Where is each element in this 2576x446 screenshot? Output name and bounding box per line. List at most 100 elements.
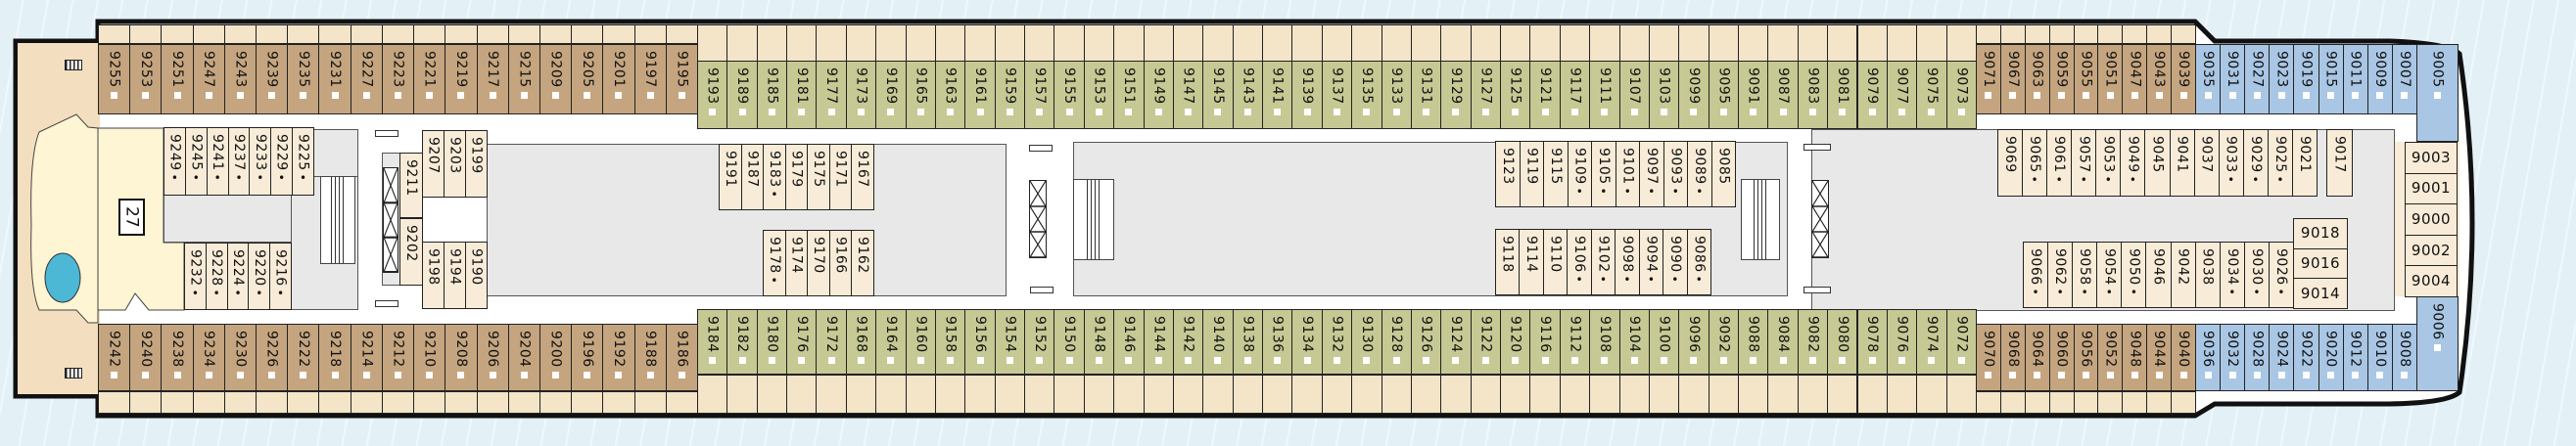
cabin-9022[interactable]: 9022 <box>2293 324 2319 391</box>
cabin-9031[interactable]: 9031 <box>2220 44 2246 114</box>
cabin-9105[interactable]: 9105• <box>1591 141 1616 207</box>
cabin-9047[interactable]: 9047 <box>2122 44 2148 114</box>
cabin-9224[interactable]: 9224• <box>226 243 250 310</box>
cabin-9117[interactable]: 9117 <box>1559 61 1591 129</box>
cabin-9209[interactable]: 9209 <box>539 44 573 114</box>
cabin-9164[interactable]: 9164 <box>875 309 907 375</box>
cabin-9028[interactable]: 9028 <box>2244 324 2271 391</box>
cabin-9240[interactable]: 9240 <box>129 324 163 391</box>
cabin-9228[interactable]: 9228• <box>205 243 228 310</box>
cabin-9166[interactable]: 9166 <box>828 230 853 296</box>
cabin-9033[interactable]: 9033• <box>2218 129 2244 197</box>
cabin-9170[interactable]: 9170 <box>807 230 830 296</box>
cabin-9159[interactable]: 9159 <box>994 61 1026 129</box>
cabin-9044[interactable]: 9044 <box>2146 324 2173 391</box>
cabin-9208[interactable]: 9208 <box>445 324 478 391</box>
cabin-9247[interactable]: 9247 <box>192 44 225 114</box>
cabin-9221[interactable]: 9221 <box>413 44 446 114</box>
cabin-9219[interactable]: 9219 <box>445 44 478 114</box>
cabin-9124[interactable]: 9124 <box>1440 309 1472 375</box>
cabin-9211[interactable]: 9211 <box>399 153 423 218</box>
cabin-9237[interactable]: 9237• <box>227 127 251 196</box>
cabin-9125[interactable]: 9125 <box>1500 61 1531 129</box>
cabin-9176[interactable]: 9176 <box>786 309 818 375</box>
cabin-9041[interactable]: 9041 <box>2169 129 2195 197</box>
cabin-9108[interactable]: 9108 <box>1589 309 1620 375</box>
cabin-9063[interactable]: 9063 <box>2024 44 2050 114</box>
cabin-9141[interactable]: 9141 <box>1262 61 1293 129</box>
cabin-9096[interactable]: 9096 <box>1678 309 1710 375</box>
cabin-9009[interactable]: 9009 <box>2366 44 2393 114</box>
cabin-9054[interactable]: 9054• <box>2096 242 2123 308</box>
cabin-9116[interactable]: 9116 <box>1529 309 1561 375</box>
cabin-9102[interactable]: 9102• <box>1590 229 1616 295</box>
cabin-9217[interactable]: 9217 <box>476 44 509 114</box>
cabin-9095[interactable]: 9095 <box>1708 61 1739 129</box>
cabin-9231[interactable]: 9231 <box>318 44 351 114</box>
cabin-9169[interactable]: 9169 <box>875 61 907 129</box>
cabin-9040[interactable]: 9040 <box>2171 324 2196 391</box>
cabin-9242[interactable]: 9242 <box>98 324 131 391</box>
cabin-9109[interactable]: 9109• <box>1567 141 1592 207</box>
cabin-9110[interactable]: 9110 <box>1542 229 1569 295</box>
cabin-9199[interactable]: 9199 <box>465 130 488 198</box>
cabin-9123[interactable]: 9123 <box>1495 141 1521 207</box>
cabin-9214[interactable]: 9214 <box>350 324 383 391</box>
cabin-9024[interactable]: 9024 <box>2269 324 2295 391</box>
cabin-9249[interactable]: 9249• <box>164 127 186 196</box>
cabin-9215[interactable]: 9215 <box>507 44 540 114</box>
cabin-9027[interactable]: 9027 <box>2244 44 2271 114</box>
cabin-9021[interactable]: 9021 <box>2291 129 2318 197</box>
cabin-9223[interactable]: 9223 <box>381 44 415 114</box>
cabin-9134[interactable]: 9134 <box>1291 309 1323 375</box>
cabin-9146[interactable]: 9146 <box>1113 309 1145 375</box>
cabin-9092[interactable]: 9092 <box>1708 309 1739 375</box>
cabin-9111[interactable]: 9111 <box>1589 61 1620 129</box>
cabin-9216[interactable]: 9216• <box>269 243 292 310</box>
cabin-9181[interactable]: 9181 <box>786 61 818 129</box>
cabin-9206[interactable]: 9206 <box>476 324 509 391</box>
cabin-9239[interactable]: 9239 <box>256 44 289 114</box>
cabin-9201[interactable]: 9201 <box>602 44 635 114</box>
cabin-9000[interactable]: 9000 <box>2405 203 2458 236</box>
cabin-9238[interactable]: 9238 <box>161 324 194 391</box>
cabin-9077[interactable]: 9077 <box>1886 61 1918 129</box>
cabin-9156[interactable]: 9156 <box>964 309 996 375</box>
cabin-9173[interactable]: 9173 <box>845 61 877 129</box>
cabin-9194[interactable]: 9194 <box>444 242 466 309</box>
cabin-9154[interactable]: 9154 <box>994 309 1026 375</box>
cabin-9038[interactable]: 9038 <box>2194 242 2221 308</box>
cabin-9139[interactable]: 9139 <box>1291 61 1323 129</box>
cabin-9144[interactable]: 9144 <box>1143 309 1174 375</box>
cabin-9138[interactable]: 9138 <box>1232 309 1264 375</box>
cabin-9210[interactable]: 9210 <box>413 324 446 391</box>
cabin-9094[interactable]: 9094• <box>1638 229 1664 295</box>
cabin-9103[interactable]: 9103 <box>1648 61 1680 129</box>
cabin-9104[interactable]: 9104 <box>1618 309 1650 375</box>
cabin-9004[interactable]: 9004 <box>2405 265 2458 297</box>
cabin-9157[interactable]: 9157 <box>1024 61 1055 129</box>
cabin-9202[interactable]: 9202 <box>399 218 423 286</box>
cabin-9152[interactable]: 9152 <box>1024 309 1055 375</box>
cabin-9179[interactable]: 9179 <box>784 144 809 210</box>
cabin-9118[interactable]: 9118 <box>1495 229 1521 295</box>
cabin-9023[interactable]: 9023 <box>2269 44 2295 114</box>
cabin-9143[interactable]: 9143 <box>1232 61 1264 129</box>
cabin-9051[interactable]: 9051 <box>2097 44 2124 114</box>
cabin-9227[interactable]: 9227 <box>350 44 383 114</box>
cabin-9010[interactable]: 9010 <box>2366 324 2393 391</box>
cabin-9183[interactable]: 9183• <box>763 144 786 210</box>
cabin-9163[interactable]: 9163 <box>934 61 966 129</box>
cabin-9243[interactable]: 9243 <box>223 44 258 114</box>
cabin-9012[interactable]: 9012 <box>2342 324 2368 391</box>
cabin-9090[interactable]: 9090• <box>1663 229 1688 295</box>
cabin-9218[interactable]: 9218 <box>318 324 351 391</box>
cabin-9107[interactable]: 9107 <box>1618 61 1650 129</box>
cabin-9015[interactable]: 9015 <box>2318 44 2344 114</box>
cabin-9191[interactable]: 9191 <box>719 144 742 210</box>
cabin-9088[interactable]: 9088 <box>1738 309 1769 375</box>
cabin-9076[interactable]: 9076 <box>1886 309 1918 375</box>
cabin-9165[interactable]: 9165 <box>905 61 936 129</box>
cabin-9198[interactable]: 9198 <box>422 242 445 309</box>
cabin-9091[interactable]: 9091 <box>1738 61 1769 129</box>
